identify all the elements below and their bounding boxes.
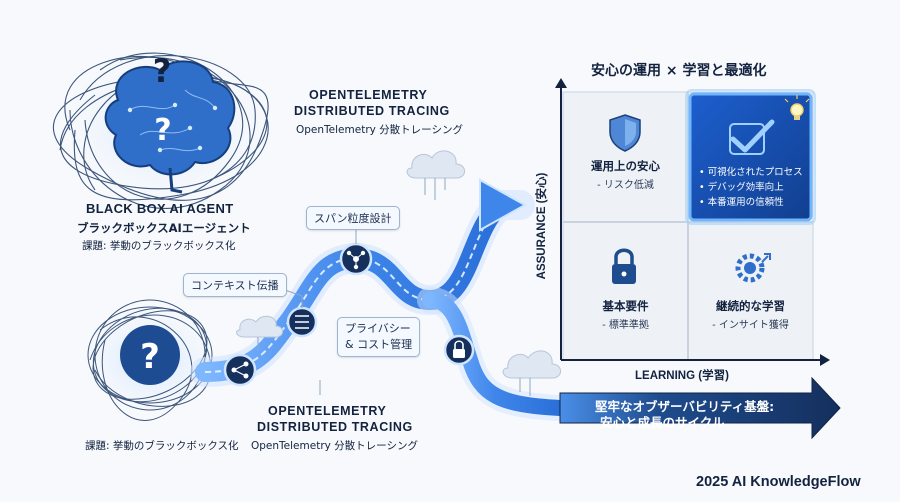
privacy-line: プライバシー xyxy=(345,322,411,335)
black-box-title: BLACK BOX AI AGENT xyxy=(86,201,234,216)
svg-text:?: ? xyxy=(140,337,160,377)
assurance-learning-matrix xyxy=(555,78,830,366)
black-box-issue: 課題: 挙動のブラックボックス化 xyxy=(82,240,236,252)
x-axis-label: LEARNING (学習) xyxy=(635,370,729,382)
shield-icon xyxy=(609,114,641,152)
context-node-icon xyxy=(286,306,318,338)
banner-line1: 堅牢なオブザーバビリティ基盤: xyxy=(595,399,775,414)
quadrant-bottom-right-title: 継続的な学習 xyxy=(716,299,785,313)
quadrant-bottom-left-title: 基本要件 xyxy=(602,299,649,313)
banner-arrow xyxy=(559,376,841,440)
tangled-question-sphere: ? xyxy=(75,299,225,421)
cost-line: & コスト管理 xyxy=(345,338,413,351)
quadrant-top-left-sub: - リスク低減 xyxy=(597,180,654,191)
span-granularity-callout: スパン粒度設計 xyxy=(306,206,400,230)
banner-line2: 安心と成長のサイクル xyxy=(600,415,725,430)
benefit-item: • 本番運用の信頼性 xyxy=(699,197,784,208)
svg-text:?: ? xyxy=(153,52,172,90)
otel-bottom-line2: DISTRIBUTED TRACING xyxy=(257,420,413,434)
connector-lines xyxy=(257,178,531,396)
otel-bottom-sub: OpenTelemetry 分散トレーシング xyxy=(251,440,418,452)
quadrant-bottom-left-sub: - 標準準拠 xyxy=(602,320,649,331)
cloud-icon xyxy=(236,150,561,379)
quadrant-bottom-left: 基本要件 - 標準準拠 xyxy=(563,298,688,338)
y-axis-label: ASSURANCE (安心) xyxy=(536,172,548,280)
quadrant-bottom-right: 継続的な学習 - インサイト獲得 xyxy=(688,298,813,338)
padlock-icon xyxy=(612,248,636,284)
bottom-issue: 課題: 挙動のブラックボックス化 xyxy=(85,440,239,452)
gear-cycle-icon xyxy=(735,253,771,283)
lightbulb-icon xyxy=(784,95,810,120)
quadrant-top-left: 運用上の安心 - リスク低減 xyxy=(563,158,688,198)
lock-node-icon xyxy=(443,334,475,366)
benefit-item: • デバッグ効率向上 xyxy=(699,182,784,193)
otel-top-line2: DISTRIBUTED TRACING xyxy=(294,104,450,118)
footer-credit: 2025 AI KnowledgeFlow xyxy=(696,474,861,490)
black-box-subtitle: ブラックボックスAIエージェント xyxy=(77,221,251,235)
quadrant-top-left-title: 運用上の安心 xyxy=(591,159,660,173)
context-propagation-callout: コンテキスト伝播 xyxy=(183,273,287,297)
quadrant-top-right: • 可視化されたプロセス • デバッグ効率向上 • 本番運用の信頼性 xyxy=(693,164,809,218)
privacy-cost-callout: プライバシー & コスト管理 xyxy=(337,317,421,357)
benefit-item: • 可視化されたプロセス xyxy=(699,167,803,178)
share-node-icon xyxy=(223,353,257,387)
svg-text:?: ? xyxy=(154,113,171,148)
otel-top-sub: OpenTelemetry 分散トレーシング xyxy=(296,124,463,136)
black-box-brain-illustration: ? ? xyxy=(53,40,275,210)
span-node-icon xyxy=(339,242,373,276)
otel-top-line1: OPENTELEMETRY xyxy=(309,88,428,102)
checkmark-icon xyxy=(729,119,775,155)
matrix-title: 安心の運用 × 学習と最適化 xyxy=(591,63,767,79)
quadrant-bottom-right-sub: - インサイト獲得 xyxy=(712,320,789,331)
otel-bottom-line1: OPENTELEMETRY xyxy=(268,404,387,418)
